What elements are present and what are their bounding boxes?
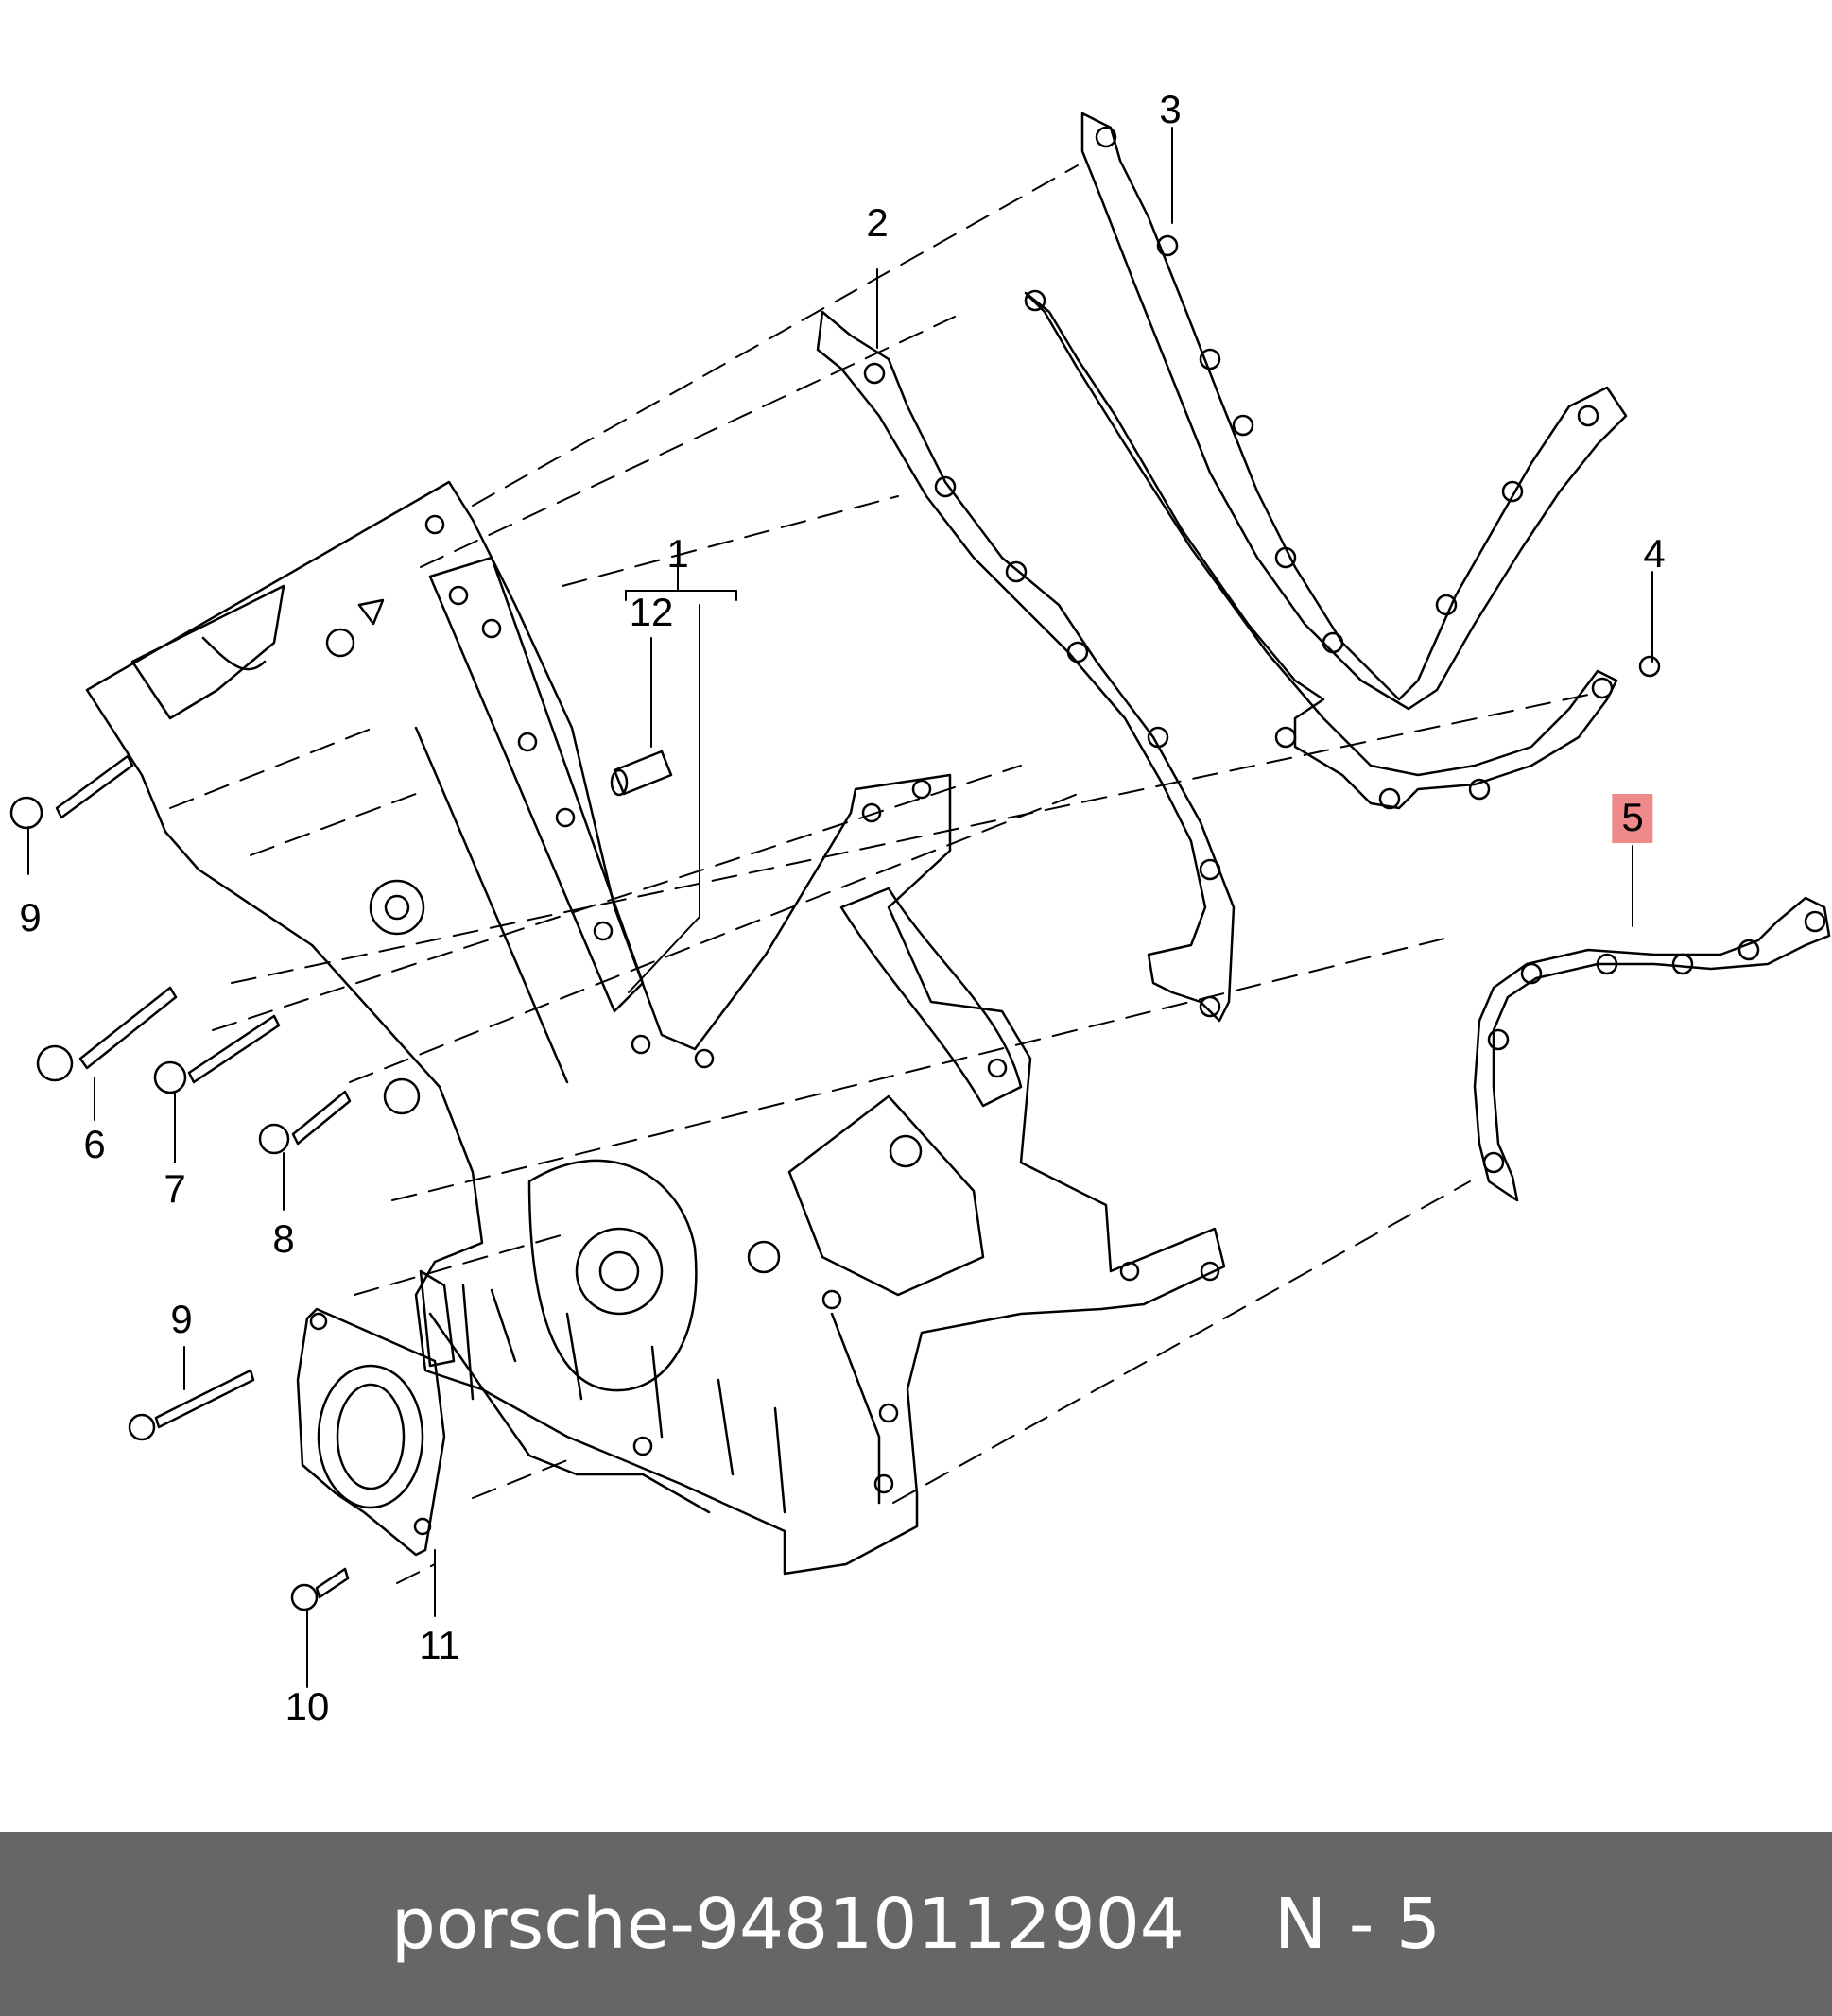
callout-1: 1 [666, 531, 689, 576]
brand-name: porsche [390, 1883, 670, 1965]
part-number: 94810112904 [694, 1883, 1184, 1965]
callout-8: 8 [272, 1216, 295, 1261]
callout-11: 11 [419, 1623, 460, 1667]
gasket-3 [1080, 112, 1628, 711]
callout-9-lower: 9 [170, 1297, 193, 1341]
bolt-8 [258, 1090, 352, 1155]
seal-carrier [296, 1307, 446, 1557]
diagram-drawing [9, 112, 1831, 1688]
callout-2: 2 [866, 200, 889, 245]
footer-bar: porsche - 94810112904 N - 5 [0, 1832, 1832, 2016]
gasket-2 [816, 310, 1236, 1023]
part-caption: porsche - 94810112904 N - 5 [0, 1832, 1832, 2016]
caption-separator: - [669, 1883, 695, 1965]
callout-6: 6 [83, 1122, 106, 1166]
dowel-sleeve [610, 750, 673, 797]
callout-12: 12 [629, 590, 674, 634]
bolt-9-upper [9, 754, 134, 830]
bolt-10 [290, 1567, 350, 1611]
leader-lines [27, 127, 1653, 1688]
bolt-9-lower [128, 1369, 255, 1441]
callout-9-upper: 9 [19, 895, 42, 939]
exploded-parts-diagram: 1 2 3 4 5 6 7 8 9 9 10 11 12 [9, 87, 1831, 1729]
callout-10: 10 [285, 1684, 330, 1729]
callout-7: 7 [164, 1166, 186, 1211]
callout-5-highlighted: 5 [1612, 794, 1653, 843]
callout-3: 3 [1159, 87, 1182, 131]
timing-cover-housing [85, 480, 1226, 1576]
lower-ribs [419, 1269, 786, 1514]
callout-4: 4 [1643, 531, 1666, 576]
gasket-5 [1473, 896, 1831, 1202]
gasket-4 [1024, 289, 1661, 810]
position-label: N - 5 [1273, 1883, 1442, 1965]
bolt-7 [153, 1014, 281, 1094]
bolt-6 [36, 986, 178, 1082]
alignment-lines [169, 164, 1589, 1584]
